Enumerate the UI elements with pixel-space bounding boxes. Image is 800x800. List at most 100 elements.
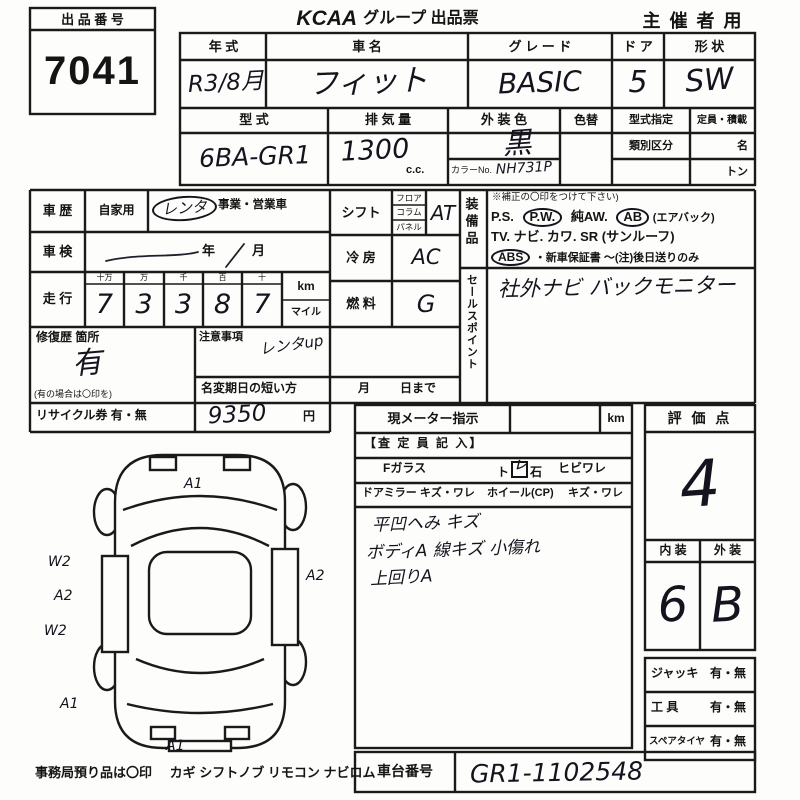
mileage-digit-2: 3 bbox=[135, 288, 153, 320]
year-label: 年 式 bbox=[208, 38, 239, 54]
digit-header-10: 十 bbox=[258, 272, 266, 282]
km-unit-label: km bbox=[297, 278, 315, 293]
meter-title: 現メーター指示 bbox=[387, 411, 479, 427]
equip-ab-circled: AB bbox=[616, 208, 650, 227]
diagram-mark-right: A2 bbox=[306, 568, 325, 584]
diagram-mark-rear: A1 bbox=[166, 738, 185, 754]
chassis-number-label: 車台番号 bbox=[377, 763, 433, 780]
sheet-title-text: グループ 出品票 bbox=[363, 10, 479, 28]
wheel-damage-label: キズ・ワレ bbox=[568, 487, 623, 499]
front-glass-label: Fガラス bbox=[383, 461, 427, 475]
stone-chip-suffix: 石 bbox=[530, 465, 543, 479]
color-no-label: カラーNo. bbox=[451, 165, 493, 175]
mile-unit-label: マイル bbox=[291, 307, 321, 319]
shift-label: シフト bbox=[341, 204, 381, 220]
crack-label: ヒビワレ bbox=[558, 461, 607, 475]
chassis-number-value: GR1-1102548 bbox=[469, 756, 644, 789]
rental-mark-text: レンタ bbox=[151, 193, 218, 224]
stone-chip-prefix: ト bbox=[497, 465, 510, 479]
equipment-line2: TV. ナビ. カワ. SR (サンルーフ) bbox=[491, 229, 675, 244]
repair-history-label: 修復歴 箇所 bbox=[36, 330, 100, 344]
inspection-month-char: 月 bbox=[252, 243, 266, 258]
recycle-ticket-label: リサイクル券 有・無 bbox=[36, 408, 147, 422]
name-label: 車 名 bbox=[352, 38, 382, 54]
organizer-label: 主 催 者 用 bbox=[642, 10, 744, 31]
displacement-label: 排 気 量 bbox=[364, 112, 412, 128]
cooling-value: AC bbox=[411, 245, 441, 270]
spare-tire-options: 有・無 bbox=[710, 734, 747, 748]
displacement-unit: c.c. bbox=[406, 164, 425, 176]
sales-point-label: セールスポイント bbox=[465, 274, 478, 370]
inspection-year-char: 年 bbox=[202, 243, 216, 258]
color-change-label: 色替 bbox=[573, 112, 598, 127]
equipment-line3: ABS ・新車保証書 〜(注)後日送りのみ bbox=[491, 248, 753, 267]
sales-point-value: 社外ナビ バックモニター bbox=[497, 273, 736, 302]
mileage-digit-3: 3 bbox=[174, 288, 193, 320]
digit-header-1k: 千 bbox=[179, 272, 188, 282]
shift-value: AT bbox=[430, 200, 456, 225]
inspection-label: 車 検 bbox=[42, 243, 73, 259]
rating-score: 4 bbox=[677, 446, 723, 524]
class-label: 類別区分 bbox=[629, 139, 673, 152]
exterior-score: B bbox=[709, 576, 746, 634]
mileage-label: 走 行 bbox=[42, 291, 73, 307]
jack-label: ジャッキ bbox=[651, 666, 699, 680]
door-mirror-label: ドアミラー キズ・ワレ bbox=[362, 487, 475, 499]
fuel-label: 燃 料 bbox=[346, 295, 376, 311]
repair-history-value: 有 bbox=[70, 344, 104, 383]
equip-warranty: ・新車保証書 〜(注)後日送りのみ bbox=[534, 252, 700, 264]
shift-type-column: コラム bbox=[396, 207, 422, 218]
private-use-label: 自家用 bbox=[98, 203, 135, 218]
interior-score: 6 bbox=[656, 576, 690, 634]
diagram-mark-front: A1 bbox=[184, 476, 203, 492]
recycle-ticket-value: 9350 bbox=[207, 400, 268, 430]
equipment-line1: P.S. P.W. 純AW. AB (エアバック) bbox=[491, 208, 753, 228]
rating-label: 評 価 点 bbox=[667, 409, 733, 426]
exterior-label: 外 装 bbox=[713, 543, 742, 558]
business-use-label: 事業・営業車 bbox=[218, 199, 287, 211]
name-value: フィット bbox=[307, 63, 429, 103]
equipment-label: 装備品 bbox=[463, 197, 479, 248]
stone-chip-item: トレ石 bbox=[497, 458, 567, 479]
office-note: 事務局預り品は〇印 bbox=[35, 765, 153, 780]
equip-aw: 純AW. bbox=[570, 209, 608, 224]
digit-header-10k: 万 bbox=[140, 272, 148, 282]
name-change-label: 名変期日の短い方 bbox=[201, 381, 298, 395]
interior-label: 内 装 bbox=[659, 543, 687, 558]
grade-value: BASIC bbox=[497, 64, 583, 101]
auction-number-label: 出 品 番 号 bbox=[61, 11, 124, 27]
mileage-digit-1: 7 bbox=[95, 288, 114, 320]
model-value: 6BA-GR1 bbox=[198, 140, 312, 173]
model-label: 型 式 bbox=[239, 112, 269, 128]
diagram-mark-left-3: W2 bbox=[44, 623, 67, 639]
mileage-digit-4: 8 bbox=[213, 288, 232, 320]
equip-pw-circled: P.W. bbox=[522, 208, 563, 227]
spare-tire-label: スペアタイヤ bbox=[649, 736, 706, 747]
office-note-row: 事務局預り品は〇印 カギ シフトノブ リモコン ナビロム bbox=[35, 765, 375, 784]
type-designation-label: 型式指定 bbox=[629, 114, 673, 127]
repair-history-note: (有の場合は〇印を) bbox=[34, 389, 112, 399]
diagram-mark-rear-left: A1 bbox=[60, 696, 79, 712]
auction-number: 7041 bbox=[44, 48, 141, 93]
cooling-label: 冷 房 bbox=[346, 249, 376, 265]
mileage-digit-5: 7 bbox=[253, 288, 271, 320]
grade-label: グ レ ー ド bbox=[508, 38, 572, 54]
rental-mark: レンタ bbox=[151, 193, 218, 224]
door-label: ド ア bbox=[623, 38, 653, 54]
equipment-note: ※補正の〇印をつけて下さい) bbox=[492, 192, 619, 203]
tool-label: 工 具 bbox=[651, 700, 679, 714]
stone-chip-checkmark: レ bbox=[514, 458, 527, 472]
history-label: 車 歴 bbox=[42, 202, 73, 218]
shift-type-floor: フロア bbox=[396, 192, 422, 203]
name-change-until: 日まで bbox=[400, 381, 437, 395]
stone-chip-checkbox: レ bbox=[511, 458, 529, 478]
door-value: 5 bbox=[628, 65, 648, 101]
digit-header-100: 百 bbox=[218, 272, 227, 282]
fuel-value: G bbox=[416, 289, 436, 318]
year-value: R3/8月 bbox=[187, 68, 265, 99]
equip-abs-circled: ABS bbox=[491, 249, 531, 267]
caution-label: 注意事項 bbox=[199, 331, 243, 343]
color-label: 外 装 色 bbox=[480, 112, 528, 128]
